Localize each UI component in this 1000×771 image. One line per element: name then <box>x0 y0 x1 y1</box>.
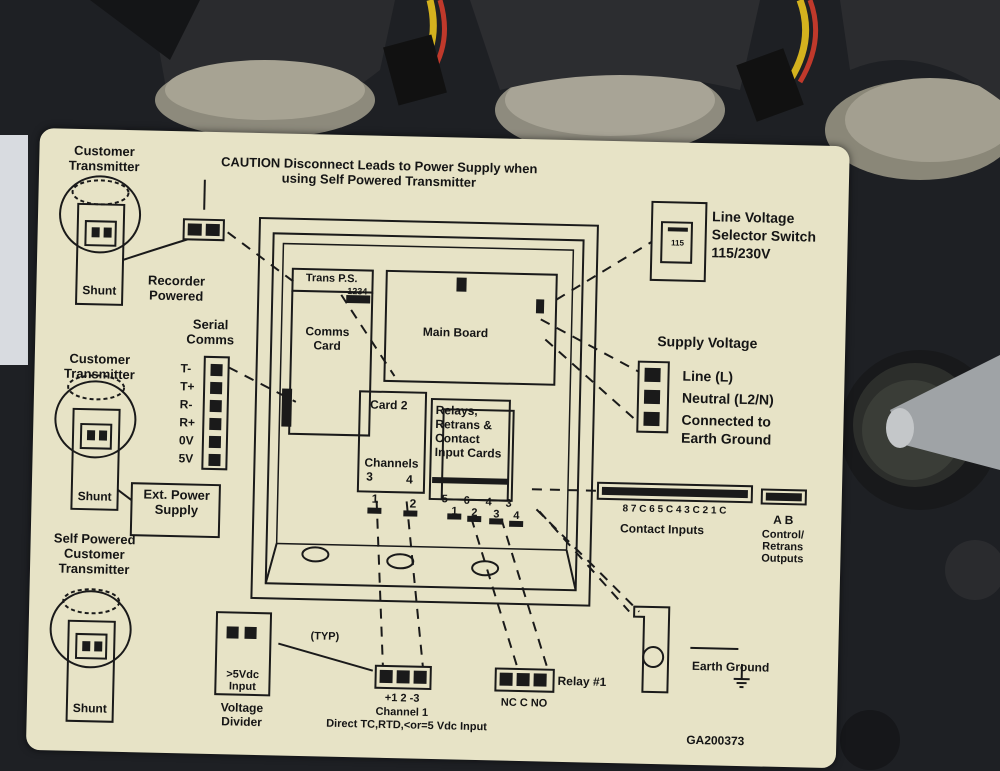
shunt-3-label: Shunt <box>72 700 108 716</box>
relay-terminals: NC C NO <box>500 696 548 710</box>
earth-connect-label: Connected to Earth Ground <box>680 411 772 448</box>
card2-terminal-num: 1 <box>371 491 379 506</box>
card-2-label: Card 2 <box>369 397 408 413</box>
card2-terminal-num: 2 <box>409 496 417 511</box>
voltage-divider-label: Voltage Divider <box>220 700 264 730</box>
channel-1-terminals: +1 2 -3 <box>384 691 420 705</box>
channel-1-label: Channel 1 <box>375 705 429 719</box>
line-label: Line (L) <box>682 367 734 385</box>
serial-pin-label: T- <box>180 361 192 376</box>
relay-nums-top: 6 <box>463 494 470 507</box>
part-number-label: GA200373 <box>686 732 745 749</box>
capacitor-middle <box>470 0 760 155</box>
relay-nums-bottom: 4 <box>513 509 520 522</box>
shunt-1-label: Shunt <box>82 283 117 298</box>
channel-num: 3 <box>366 469 374 484</box>
input-5vdc-label: >5Vdc Input <box>226 668 260 694</box>
capacitor-right <box>825 0 1000 180</box>
main-board-label: Main Board <box>422 324 489 341</box>
relay-1-label: Relay #1 <box>557 673 607 689</box>
recorder-powered-label: Recorder Powered <box>147 272 206 304</box>
ext-power-supply-label: Ext. Power Supply <box>143 486 211 518</box>
comms-card-label: Comms Card <box>305 324 350 353</box>
self-powered-transmitter-label: Self Powered Customer Transmitter <box>53 530 136 578</box>
neutral-label: Neutral (L2/N) <box>681 389 775 408</box>
serial-pin-label: 5V <box>178 451 194 466</box>
earth-ground-label: Earth Ground <box>691 658 770 675</box>
supply-voltage-label: Supply Voltage <box>657 333 758 352</box>
customer-transmitter-1-label: Customer Transmitter <box>68 142 140 175</box>
relay-nums-top: 4 <box>485 496 492 509</box>
relay-nums-bottom: 3 <box>493 508 500 521</box>
cable-right <box>890 355 1000 470</box>
serial-comms-label: Serial Comms <box>186 316 235 348</box>
wiring-diagram-drawing <box>49 175 807 723</box>
channel-num: 4 <box>405 472 413 487</box>
typ-label: (TYP) <box>310 630 340 643</box>
contact-inputs-label: Contact Inputs <box>619 521 705 538</box>
line-voltage-selector-label: Line Voltage Selector Switch 115/230V <box>711 208 817 262</box>
ab-label: A B <box>773 512 794 528</box>
relay-nums-bottom: 2 <box>471 506 478 520</box>
serial-pin-label: T+ <box>180 379 195 394</box>
trans-ps-pins-label: 1234 <box>347 286 368 297</box>
relay-nums-top: 5 <box>441 493 448 506</box>
trans-ps-label: Trans P.S. <box>305 272 358 286</box>
serial-pin-label: R+ <box>179 415 196 430</box>
wiring-diagram-label: Customer Transmitter Shunt CAUTION Disco… <box>25 128 850 769</box>
relay-nums-top: 3 <box>505 497 512 510</box>
relays-cards-label: Relays, Retrans & Contact Input Cards <box>434 403 502 461</box>
channels-label: Channels <box>364 455 419 471</box>
switch-value: 115 <box>671 238 685 248</box>
serial-pin-label: R- <box>179 397 193 412</box>
shunt-2-label: Shunt <box>77 488 112 504</box>
relay-nums-bottom: 1 <box>451 505 458 518</box>
capacitor-left <box>90 0 395 138</box>
control-retrans-label: Control/ Retrans Outputs <box>761 528 805 566</box>
serial-pin-label: 0V <box>178 433 194 448</box>
customer-transmitter-2-label: Customer Transmitter <box>63 350 136 383</box>
